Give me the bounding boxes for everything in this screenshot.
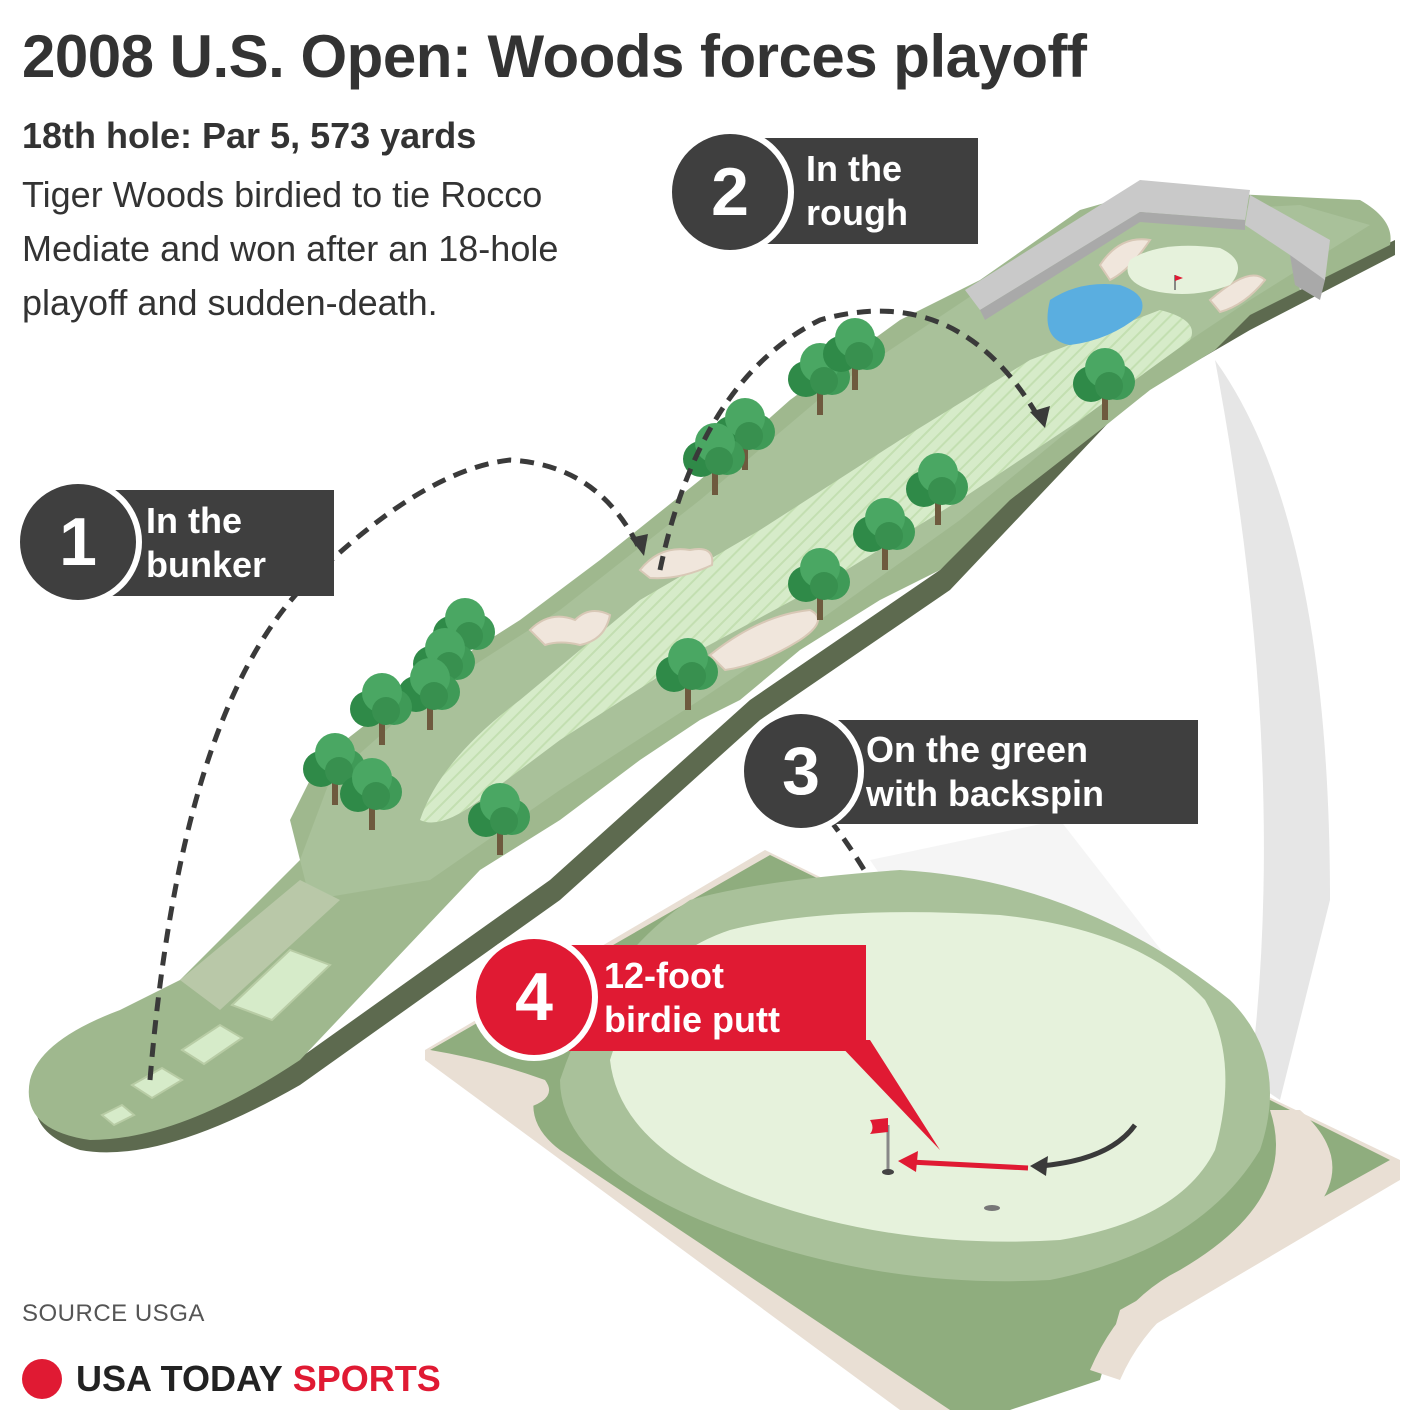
- shot-1-arc: [147, 457, 643, 1081]
- flag-icon: [870, 1118, 894, 1175]
- backspin-arrowhead: [1030, 1156, 1048, 1176]
- zoom-cone: [1215, 360, 1330, 1100]
- callout-4-number: 4: [470, 933, 598, 1061]
- flag-small: [1174, 275, 1183, 290]
- callout-2-line2: rough: [806, 192, 908, 233]
- brand-accent: SPORTS: [292, 1358, 441, 1399]
- shot-2-arc: [657, 308, 1043, 571]
- hole-subtitle: 18th hole: Par 5, 573 yards: [22, 115, 477, 156]
- callout-4-pointer: [835, 1040, 940, 1150]
- top-green: [1127, 245, 1238, 294]
- arrow-shot-2: [1030, 406, 1050, 428]
- hole-bunkers: [528, 238, 1267, 672]
- page-title: 2008 U.S. Open: Woods forces playoff: [22, 23, 1087, 90]
- callout-2-line1: In the: [806, 148, 902, 189]
- callout-1-line2: bunker: [146, 544, 267, 585]
- backspin-arrow: [1039, 1123, 1138, 1169]
- arrow-shot-1: [630, 534, 648, 556]
- callout-1-number: 1: [14, 478, 142, 606]
- hole-edge: [35, 240, 1395, 1153]
- cart-path: [180, 880, 340, 1010]
- source-note: SOURCE USGA: [22, 1300, 205, 1327]
- callout-4-line2: birdie putt: [604, 999, 780, 1040]
- putt-arrowhead: [898, 1151, 918, 1172]
- brand-logo: USA TODAY SPORTS: [22, 1358, 441, 1400]
- brand-dot-icon: [22, 1359, 62, 1399]
- description: Tiger Woods birdied to tie Rocco Mediate…: [22, 174, 559, 323]
- ball-mark: [984, 1205, 1000, 1211]
- brand-main: USA TODAY: [76, 1358, 283, 1399]
- grandstands: [965, 180, 1330, 320]
- callout-2-number: 2: [666, 128, 794, 256]
- plate-bunker-left: [430, 1050, 550, 1110]
- water-hazard: [1047, 284, 1143, 345]
- putt-line: [909, 1159, 1029, 1171]
- plate-bunker-right: [1090, 1110, 1333, 1380]
- callout-3-line1: On the green: [866, 729, 1089, 770]
- callout-4-line1: 12-foot: [604, 955, 724, 996]
- callout-1-line1: In the: [146, 500, 242, 541]
- callout-3-line2: with backspin: [866, 773, 1105, 814]
- callout-3-number: 3: [738, 708, 864, 834]
